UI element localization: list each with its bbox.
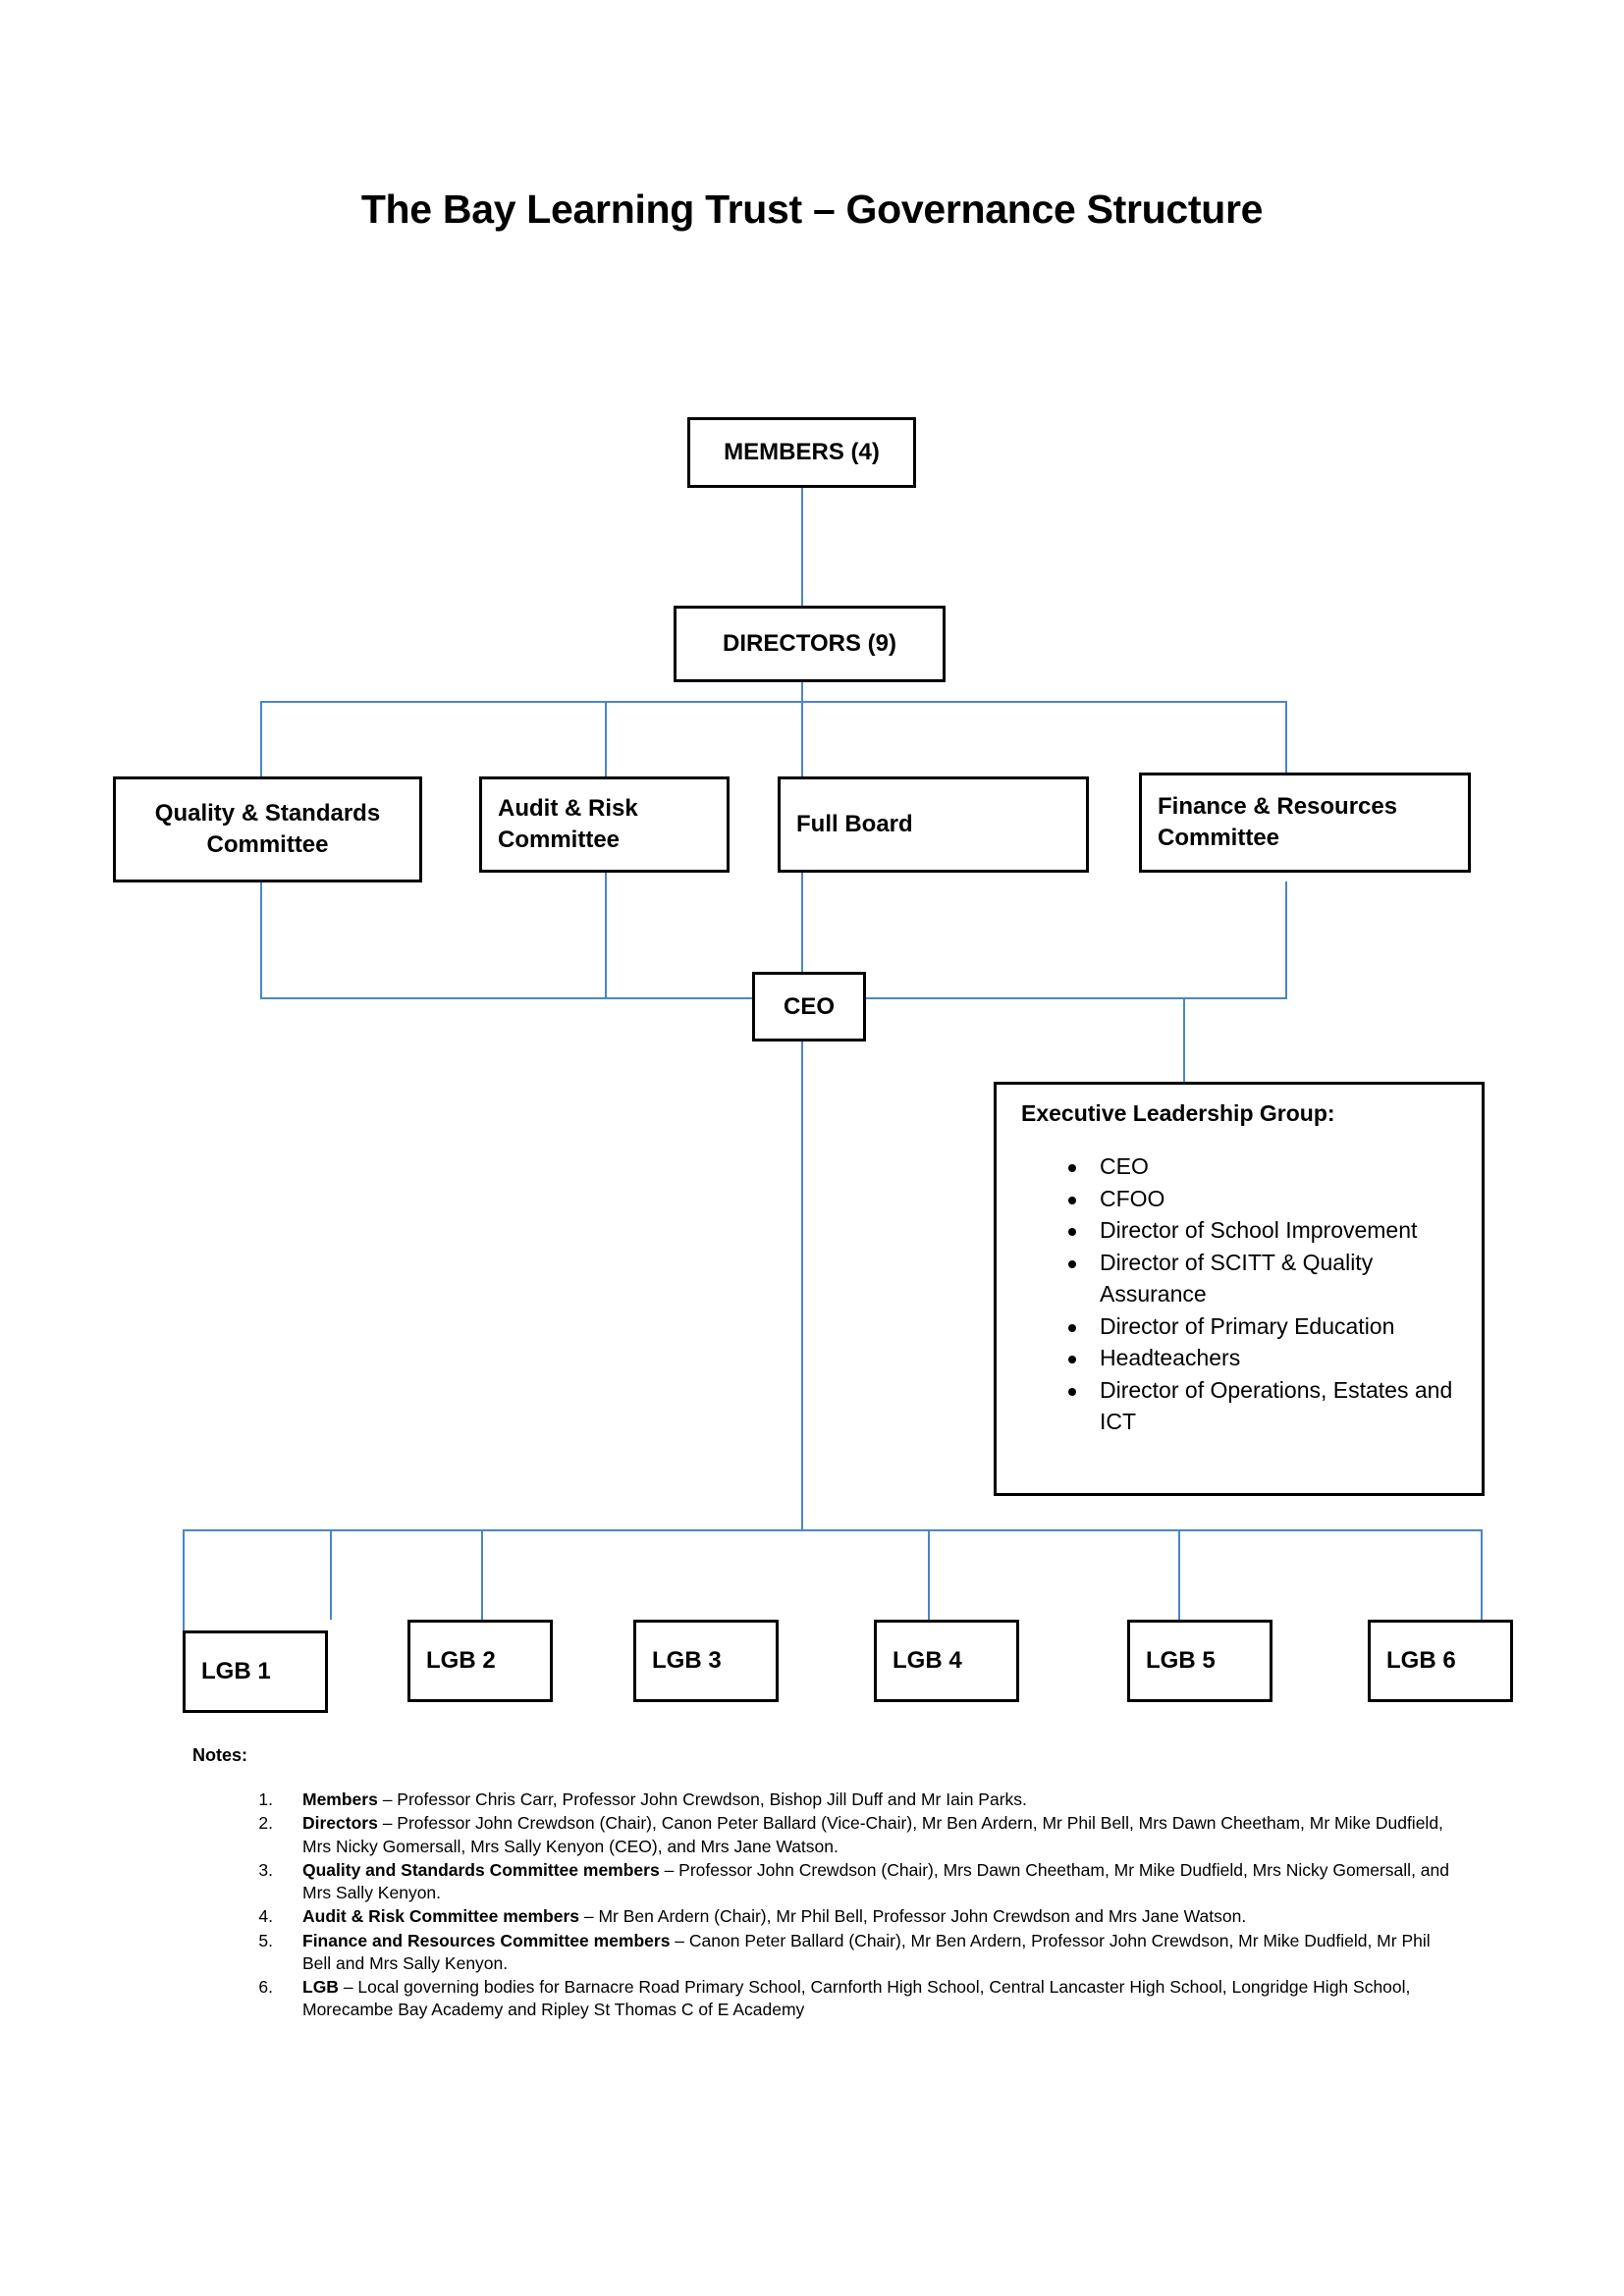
- list-item: 4. Audit & Risk Committee members – Mr Be…: [192, 1905, 1459, 1928]
- note-number: 1.: [258, 1789, 273, 1809]
- connector-members-to-directors: [801, 487, 803, 607]
- page-title: The Bay Learning Trust – Governance Stru…: [360, 187, 1264, 232]
- note-number: 5.: [258, 1930, 273, 1950]
- connector-drop-audit-risk: [605, 701, 607, 779]
- list-item: Director of School Improvement: [1068, 1215, 1472, 1247]
- node-lgb-2[interactable]: LGB 2: [407, 1620, 553, 1702]
- node-lgb-6-label: LGB 6: [1386, 1647, 1456, 1675]
- note-text: – Local governing bodies for Barnacre Ro…: [302, 1977, 1411, 2020]
- note-lead: Audit & Risk Committee members: [302, 1906, 580, 1927]
- list-item: Headteachers: [1068, 1343, 1472, 1374]
- connector-elg-drop: [1183, 997, 1185, 1084]
- connector-drop-lgb-2: [330, 1529, 332, 1620]
- connector-quality-standards-down: [260, 881, 262, 999]
- node-quality-standards-label: Quality & Standards Committee: [154, 800, 381, 858]
- node-directors[interactable]: DIRECTORS (9): [674, 606, 946, 682]
- node-lgb-5[interactable]: LGB 5: [1127, 1620, 1272, 1702]
- list-item: 3. Quality and Standards Committee member…: [192, 1859, 1459, 1905]
- note-number: 3.: [258, 1859, 273, 1880]
- executive-leadership-group-box[interactable]: Executive Leadership Group: CEO CFOO Dir…: [994, 1082, 1485, 1496]
- node-lgb-6[interactable]: LGB 6: [1368, 1620, 1513, 1702]
- note-lead: Quality and Standards Committee members: [302, 1859, 660, 1880]
- connector-drop-finance-resources: [1285, 701, 1287, 779]
- executive-leadership-group-title: Executive Leadership Group:: [1021, 1100, 1335, 1126]
- node-quality-standards-committee[interactable]: Quality & Standards Committee: [113, 776, 422, 882]
- connector-drop-lgb-3: [481, 1529, 483, 1620]
- node-ceo-label: CEO: [783, 992, 835, 1020]
- note-text: – Mr Ben Ardern (Chair), Mr Phil Bell, P…: [579, 1906, 1247, 1927]
- list-item: 2. Directors – Professor John Crewdson (C…: [192, 1812, 1459, 1858]
- note-text: – Canon Peter Ballard (Chair), Mr Ben Ar…: [302, 1930, 1431, 1973]
- note-lead: Finance and Resources Committee members: [302, 1930, 671, 1950]
- list-item: CFOO: [1068, 1184, 1472, 1215]
- note-lead: Directors: [302, 1813, 378, 1834]
- note-lead: Members: [302, 1789, 378, 1809]
- connector-directors-stem: [801, 681, 803, 703]
- node-lgb-4-label: LGB 4: [893, 1647, 962, 1675]
- notes-list: 1. Members – Professor Chris Carr, Profes…: [192, 1789, 1459, 2023]
- list-item: 5. Finance and Resources Committee member…: [192, 1930, 1459, 1976]
- note-number: 2.: [258, 1813, 273, 1834]
- node-audit-risk-committee[interactable]: Audit & Risk Committee: [479, 776, 730, 873]
- node-lgb-1[interactable]: LGB 1: [183, 1630, 328, 1713]
- node-members[interactable]: MEMBERS (4): [687, 417, 916, 488]
- note-number: 6.: [258, 1977, 273, 1998]
- note-text: – Professor John Crewdson (Chair), Canon…: [302, 1813, 1443, 1856]
- node-finance-resources-label: Finance & Resources Committee: [1158, 793, 1398, 851]
- note-lead: LGB: [302, 1977, 339, 1998]
- node-full-board-label: Full Board: [796, 811, 913, 838]
- node-ceo[interactable]: CEO: [752, 972, 866, 1041]
- node-lgb-2-label: LGB 2: [426, 1647, 496, 1675]
- note-text: – Professor John Crewdson (Chair), Mrs D…: [302, 1859, 1449, 1903]
- note-number: 4.: [258, 1906, 273, 1927]
- node-lgb-4[interactable]: LGB 4: [874, 1620, 1019, 1702]
- connector-drop-quality-standards: [260, 701, 262, 779]
- executive-leadership-group-list: CEO CFOO Director of School Improvement …: [1056, 1151, 1472, 1439]
- node-lgb-1-label: LGB 1: [201, 1658, 271, 1685]
- connector-drop-full-board: [801, 701, 803, 779]
- connector-drop-lgb-6: [1481, 1529, 1483, 1620]
- list-item: 1. Members – Professor Chris Carr, Profes…: [192, 1789, 1459, 1811]
- list-item: Director of SCITT & Quality Assurance: [1068, 1248, 1472, 1309]
- connector-ceo-down: [801, 1041, 803, 1529]
- list-item: 6. LGB – Local governing bodies for Barna…: [192, 1976, 1459, 2022]
- node-directors-label: DIRECTORS (9): [723, 630, 896, 658]
- connector-finance-resources-down: [1285, 881, 1287, 999]
- node-members-label: MEMBERS (4): [724, 439, 880, 466]
- connector-lgb-bus: [183, 1529, 1481, 1531]
- node-lgb-3-label: LGB 3: [652, 1647, 722, 1675]
- node-audit-risk-label: Audit & Risk Committee: [498, 795, 638, 853]
- list-item: CEO: [1068, 1151, 1472, 1183]
- list-item: Director of Operations, Estates and ICT: [1068, 1375, 1472, 1437]
- connector-full-board-down: [801, 872, 803, 999]
- connector-audit-risk-down: [605, 872, 607, 999]
- node-lgb-3[interactable]: LGB 3: [633, 1620, 779, 1702]
- connector-drop-lgb-5: [1178, 1529, 1180, 1620]
- list-item: Director of Primary Education: [1068, 1311, 1472, 1343]
- node-lgb-5-label: LGB 5: [1146, 1647, 1216, 1675]
- connector-drop-lgb-4: [928, 1529, 930, 1620]
- node-full-board[interactable]: Full Board: [778, 776, 1089, 873]
- note-text: – Professor Chris Carr, Professor John C…: [377, 1789, 1027, 1809]
- connector-drop-lgb-1: [183, 1529, 185, 1630]
- connector-committee-bus: [260, 701, 1286, 703]
- node-finance-resources-committee[interactable]: Finance & Resources Committee: [1139, 773, 1471, 873]
- notes-heading: Notes:: [192, 1745, 248, 1765]
